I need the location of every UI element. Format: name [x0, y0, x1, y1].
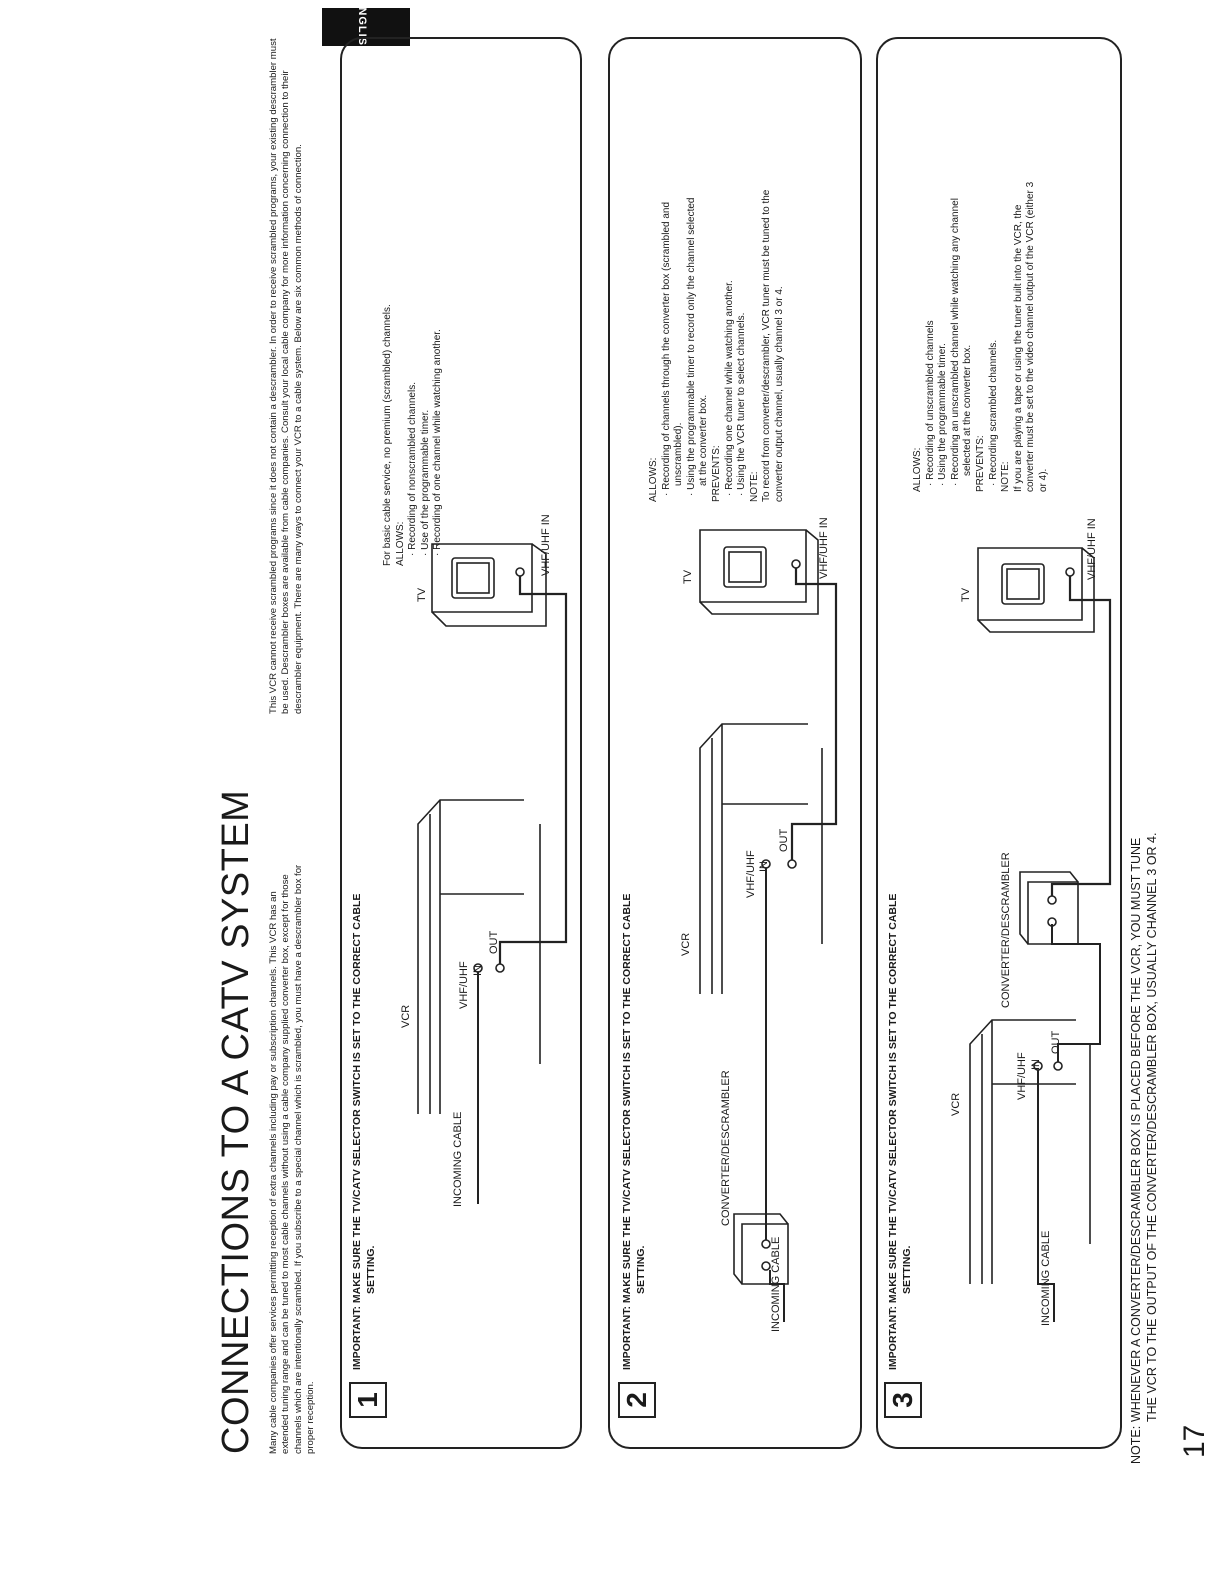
step-2-cable-to-tv	[790, 568, 838, 860]
step-3-cable-to-tv	[1050, 576, 1112, 896]
step-3-cable-vcr-to-converter	[1051, 924, 1101, 1062]
step-3-vcr-body	[969, 1019, 1091, 1284]
step-3-incoming-cable	[1037, 1070, 1055, 1322]
step-2-tv-in-jack	[791, 559, 801, 569]
step-3-converter-in-jack	[1047, 917, 1057, 927]
footer-note-line2: THE VCR TO THE OUTPUT OF THE CONVERTER/D…	[1145, 832, 1159, 1422]
footer-note-label: NOTE:	[1129, 1425, 1143, 1464]
step-2-vcr-in-jack	[761, 859, 771, 869]
step-3-vcr-in-jack	[1033, 1061, 1043, 1071]
step-2-tv-screen	[723, 546, 767, 588]
step-3-tv-in-jack	[1065, 567, 1075, 577]
step-3-tv-screen	[1001, 563, 1045, 605]
step-1-tv-body	[431, 543, 547, 627]
footer-note: NOTE: WHENEVER A CONVERTER/DESCRAMBLER B…	[1128, 314, 1160, 1464]
step-2-converter-in-jack	[761, 1261, 771, 1271]
step-3-tv-body	[977, 547, 1095, 633]
step-2-vcr-body	[699, 723, 823, 994]
step-2-incoming-cable	[769, 1270, 785, 1322]
step-1-tv-in-jack	[515, 567, 525, 577]
step-1-tv-screen	[451, 557, 495, 599]
step-1-cable-to-tv	[498, 576, 568, 964]
step-3-converter-body	[1019, 871, 1079, 945]
step-1-vcr-body	[417, 799, 541, 1114]
step-2-tv-body	[699, 529, 819, 615]
step-3-converter-out-jack	[1047, 895, 1057, 905]
footer-note-line1: WHENEVER A CONVERTER/DESCRAMBLER BOX IS …	[1129, 837, 1143, 1422]
page-number: 17	[1178, 1424, 1211, 1458]
step-3-vcr-out-jack	[1053, 1061, 1063, 1071]
